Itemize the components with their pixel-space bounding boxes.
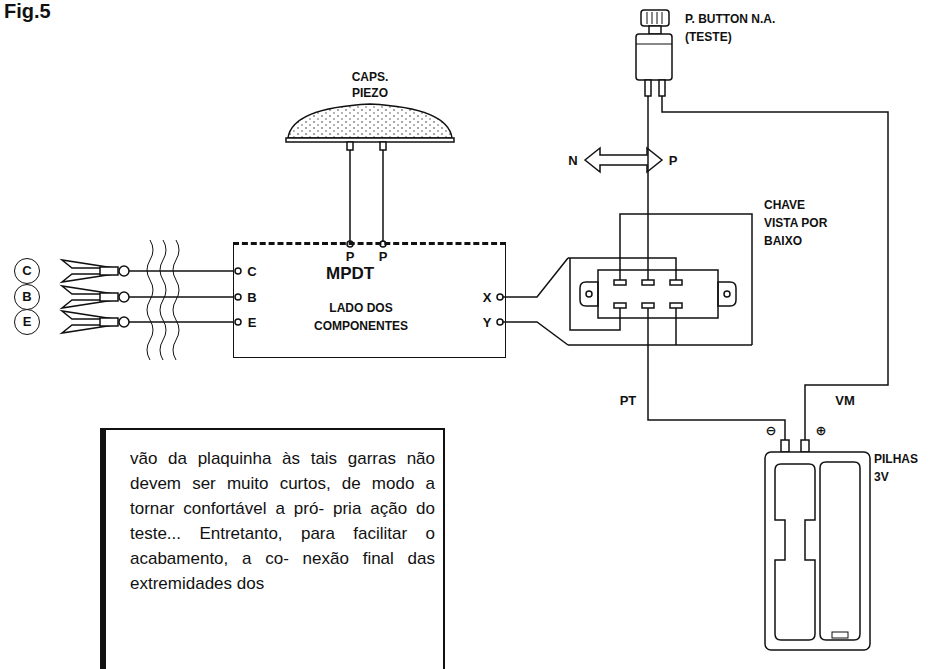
- polarity-sign: ⊕: [814, 423, 829, 438]
- wire-label: VM: [833, 393, 857, 408]
- wire: [647, 104, 649, 192]
- board-note: LADO DOS COMPONENTES: [302, 299, 420, 335]
- wire: [132, 296, 233, 298]
- slide-switch: [580, 270, 736, 318]
- wire: [132, 270, 233, 272]
- slide-switch: CHAVE VISTA POR BAIXO: [568, 192, 863, 350]
- part-name: CHAVE VISTA POR BAIXO: [764, 196, 842, 250]
- pin-label: E: [246, 315, 259, 330]
- circuit-board: MPDT LADO DOS COMPONENTES: [233, 242, 506, 358]
- battery-holder: PILHAS 3V: [760, 440, 928, 655]
- switch-wiring: [568, 192, 752, 350]
- wire: [648, 350, 785, 440]
- wire: [132, 321, 233, 323]
- direction-arrow: [585, 148, 662, 172]
- wire: [506, 258, 568, 297]
- clip-terminal: E: [14, 309, 132, 337]
- clip-letter: C: [14, 258, 40, 284]
- pin-label: X: [481, 290, 494, 305]
- wire: [506, 322, 568, 345]
- pin-label: P: [377, 249, 390, 264]
- piezo-capsule: [286, 104, 454, 150]
- body-text: vão da plaquinha às tais garras não deve…: [130, 446, 435, 596]
- clip-letter: E: [14, 309, 40, 335]
- pin-label: P: [344, 249, 357, 264]
- wire: [349, 150, 351, 242]
- part-name: PILHAS 3V: [874, 450, 926, 486]
- clip-terminal: B: [14, 284, 132, 312]
- wire-label: PT: [618, 393, 639, 408]
- part-name: P. BUTTON N.A. (TESTE): [685, 10, 807, 46]
- pin-label: C: [245, 264, 258, 279]
- battery-holder: [765, 440, 870, 650]
- pin-label: B: [245, 290, 258, 305]
- piezo-capsule: CAPS. PIEZO: [285, 70, 455, 150]
- figure-title: Fig.5: [4, 0, 51, 23]
- pin-label: Y: [481, 315, 494, 330]
- polarity-sign: ⊖: [764, 423, 779, 438]
- push-button: [636, 10, 672, 104]
- alligator-clip: [62, 311, 132, 333]
- clip-letter: B: [14, 284, 40, 310]
- clip-terminal: C: [14, 258, 132, 286]
- alligator-clip: [62, 260, 132, 282]
- board-title: MPDT: [326, 263, 374, 285]
- polarity-label: N: [566, 153, 579, 168]
- wire: [382, 150, 384, 242]
- polarity-label: P: [667, 153, 680, 168]
- wire: [662, 104, 888, 440]
- push-button: P. BUTTON N.A. (TESTE): [625, 6, 815, 104]
- text-box: vão da plaquinha às tais garras não deve…: [100, 428, 445, 669]
- alligator-clip: [62, 286, 132, 308]
- break-mark: [147, 240, 179, 360]
- part-name: CAPS. PIEZO: [335, 70, 405, 101]
